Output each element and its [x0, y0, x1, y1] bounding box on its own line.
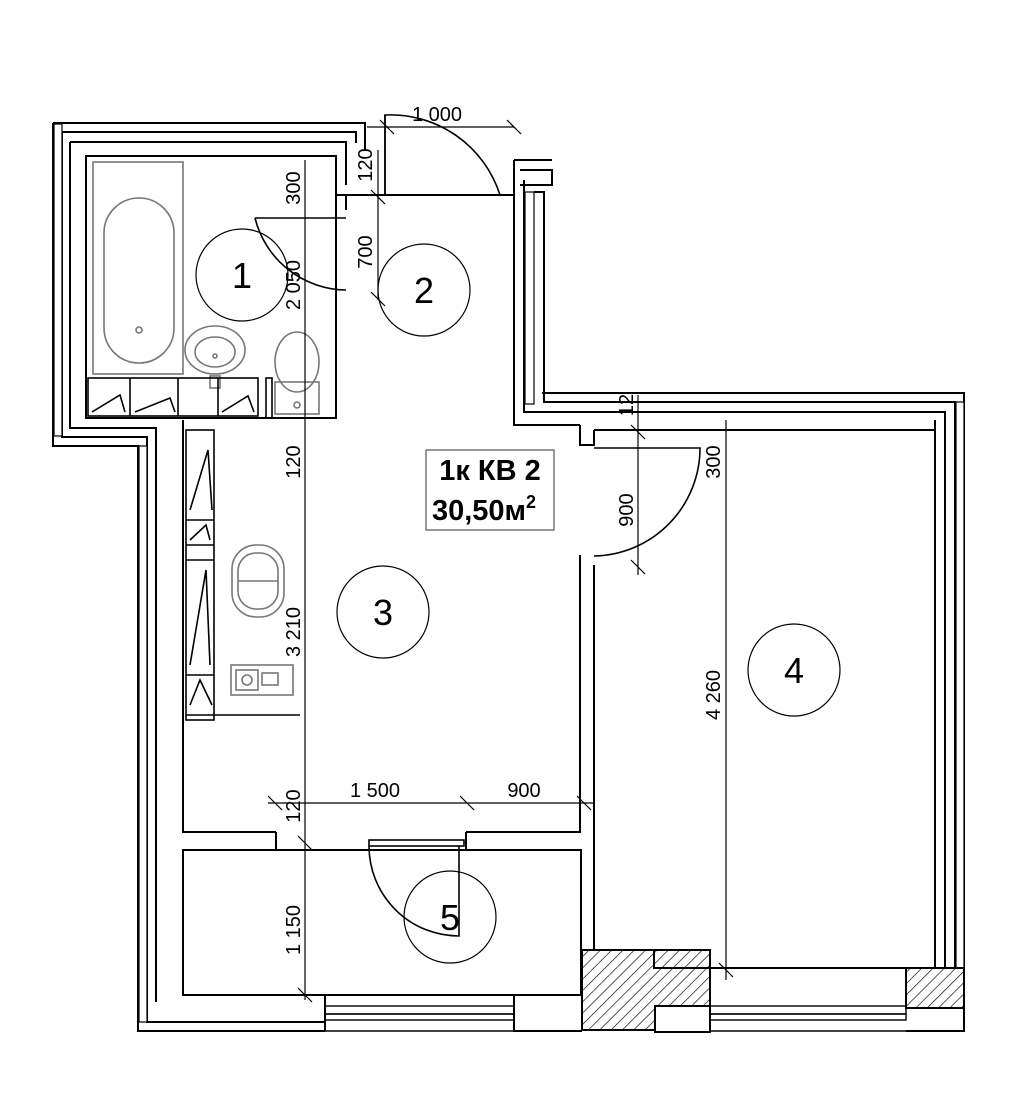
room-label-5: 5 — [440, 897, 460, 938]
door-swings — [254, 114, 701, 937]
room-label-4: 4 — [784, 650, 804, 691]
apartment-area: 30,50м2 — [432, 492, 536, 527]
dim-balcony-door-right: 900 — [507, 780, 540, 802]
room-label-3: 3 — [373, 592, 393, 633]
dim-room-door: 900 — [616, 493, 638, 526]
outer-walls — [52, 122, 965, 1032]
apartment-label: 1к КВ 2 30,50м2 — [425, 449, 555, 531]
dimension-lines — [267, 119, 734, 1003]
column-hatch — [581, 949, 965, 1033]
dim-corridor-top: 300 — [283, 171, 305, 204]
dim-entrance-door: 1 000 — [412, 104, 462, 126]
stove-icon — [230, 664, 294, 696]
toilet-icon — [274, 331, 320, 415]
dim-balcony-door-left: 1 500 — [350, 780, 400, 802]
room-markers — [195, 228, 841, 964]
dim-kitchen-depth: 3 210 — [283, 607, 305, 657]
dim-balcony-wall: 120 — [283, 789, 305, 822]
dim-room-wall: 12 — [616, 394, 638, 416]
dim-room-top: 300 — [703, 445, 725, 478]
apartment-title: 1к КВ 2 — [439, 455, 541, 487]
wall-fill — [53, 123, 965, 1023]
balcony — [182, 832, 582, 1032]
bathtub-icon — [92, 161, 184, 375]
dim-kitchen-wall: 120 — [283, 445, 305, 478]
room-label-1: 1 — [232, 255, 252, 296]
bath-cabinet — [87, 377, 273, 419]
sink-icon — [184, 325, 246, 389]
dim-balcony-depth: 1 150 — [283, 905, 305, 955]
room-4-walls — [594, 429, 935, 969]
kitchen-counter — [185, 429, 300, 721]
kitchen-walls — [182, 194, 595, 950]
dim-room-depth: 4 260 — [703, 670, 725, 720]
room-label-2: 2 — [414, 270, 434, 311]
dim-bath-door: 700 — [355, 235, 377, 268]
kitchen-sink-icon — [231, 544, 285, 618]
windows — [324, 1005, 907, 1032]
dim-entrance-wall: 120 — [355, 148, 377, 181]
